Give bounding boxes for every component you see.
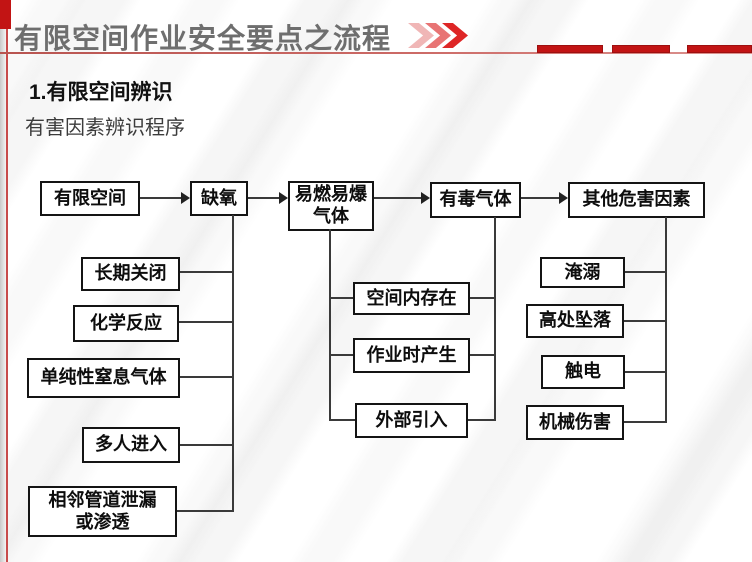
connector bbox=[330, 297, 353, 299]
triple-chevron-right-icon bbox=[408, 23, 468, 48]
header-dash-3 bbox=[687, 45, 752, 53]
arrow-line bbox=[521, 197, 560, 199]
connector bbox=[624, 320, 667, 322]
connector bbox=[470, 354, 496, 356]
connector bbox=[180, 271, 232, 273]
flow-node-limited-space: 有限空间 bbox=[40, 181, 140, 216]
arrow-head-icon bbox=[279, 192, 288, 204]
section-subheading: 有害因素辨识程序 bbox=[25, 117, 185, 139]
arrow-head-icon bbox=[181, 192, 190, 204]
connector bbox=[625, 371, 667, 373]
flow-node-chemical-reaction: 化学反应 bbox=[73, 305, 179, 342]
connector bbox=[470, 297, 496, 299]
connector bbox=[180, 444, 232, 446]
flow-node-electric-shock: 触电 bbox=[541, 355, 625, 389]
connector bbox=[625, 271, 667, 273]
flow-node-external-introduction: 外部引入 bbox=[355, 403, 468, 438]
flow-node-flammable-explosive-gas: 易燃易爆 气体 bbox=[288, 181, 374, 231]
flow-node-mechanical-injury: 机械伤害 bbox=[526, 405, 624, 440]
arrow-line bbox=[248, 197, 280, 199]
connector bbox=[179, 321, 232, 323]
flow-node-generated-during-work: 作业时产生 bbox=[353, 338, 470, 373]
flow-node-drowning: 淹溺 bbox=[540, 257, 625, 288]
left-edge-strip bbox=[0, 0, 6, 562]
arrow-line bbox=[140, 197, 182, 199]
flow-node-exists-in-space: 空间内存在 bbox=[353, 282, 470, 315]
connector-flammable-trunk bbox=[329, 229, 331, 421]
flow-node-long-term-closure: 长期关闭 bbox=[81, 257, 180, 291]
header-dash-1 bbox=[537, 45, 603, 53]
connector bbox=[468, 419, 496, 421]
flow-node-fall-from-height: 高处坠落 bbox=[526, 304, 624, 338]
section-heading: 1.有限空间辨识 bbox=[29, 81, 173, 104]
title-accent-bar bbox=[0, 0, 11, 29]
header-dash-2 bbox=[612, 45, 670, 53]
arrow-line bbox=[374, 197, 422, 199]
flow-node-multiple-entry: 多人进入 bbox=[82, 427, 180, 463]
connector-toxic-trunk bbox=[494, 217, 496, 421]
flow-node-oxygen-deficiency: 缺氧 bbox=[190, 181, 248, 216]
flow-node-toxic-gas: 有毒气体 bbox=[430, 182, 521, 218]
connector bbox=[330, 354, 353, 356]
connector bbox=[330, 419, 355, 421]
connector-oxygen-trunk bbox=[232, 215, 234, 512]
page-title: 有限空间作业安全要点之流程 bbox=[14, 23, 392, 54]
connector bbox=[624, 421, 667, 423]
arrow-head-icon bbox=[421, 192, 430, 204]
header-divider bbox=[0, 52, 752, 54]
flow-node-other-hazards: 其他危害因素 bbox=[568, 182, 705, 218]
arrow-head-icon bbox=[559, 192, 568, 204]
flow-node-adjacent-pipe-leak: 相邻管道泄漏 或渗透 bbox=[28, 486, 177, 537]
connector bbox=[177, 510, 232, 512]
flow-node-simple-asphyxiant-gas: 单纯性窒息气体 bbox=[27, 358, 180, 398]
left-red-border bbox=[6, 0, 8, 562]
connector bbox=[180, 376, 232, 378]
